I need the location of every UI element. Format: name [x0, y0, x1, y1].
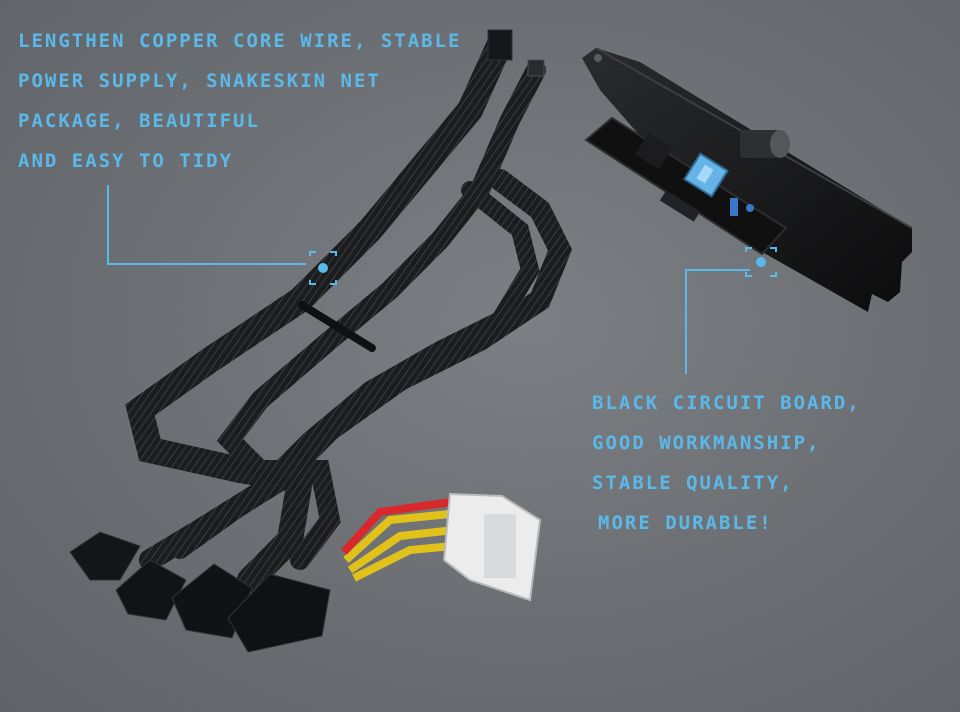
caption-line: LENGTHEN COPPER CORE WIRE, STABLE — [18, 30, 462, 52]
caption-line: AND EASY TO TIDY — [18, 150, 234, 172]
focus-dot-icon — [756, 257, 766, 267]
fan-connectors — [69, 531, 331, 653]
focus-target-icon — [745, 247, 777, 277]
focus-dot-icon — [318, 263, 328, 273]
caption-line: GOOD WORKMANSHIP, — [592, 432, 821, 454]
caption-line: MORE DURABLE! — [598, 512, 773, 534]
board-callout — [685, 247, 777, 374]
caption-line: PACKAGE, BEAUTIFUL — [18, 110, 260, 132]
cable-callout — [107, 185, 337, 285]
cable-feature-caption: LENGTHEN COPPER CORE WIRE, STABLE POWER … — [18, 21, 462, 181]
focus-target-icon — [309, 251, 337, 285]
caption-line: STABLE QUALITY, — [592, 472, 794, 494]
black-circuit-board — [584, 116, 790, 256]
sleeved-fan-cable — [125, 29, 573, 593]
caption-line: BLACK CIRCUIT BOARD, — [592, 392, 861, 414]
caption-line: POWER SUPPLY, SNAKESKIN NET — [18, 70, 381, 92]
molex-power-connector — [341, 492, 542, 602]
board-feature-caption: BLACK CIRCUIT BOARD, GOOD WORKMANSHIP, S… — [592, 383, 861, 543]
